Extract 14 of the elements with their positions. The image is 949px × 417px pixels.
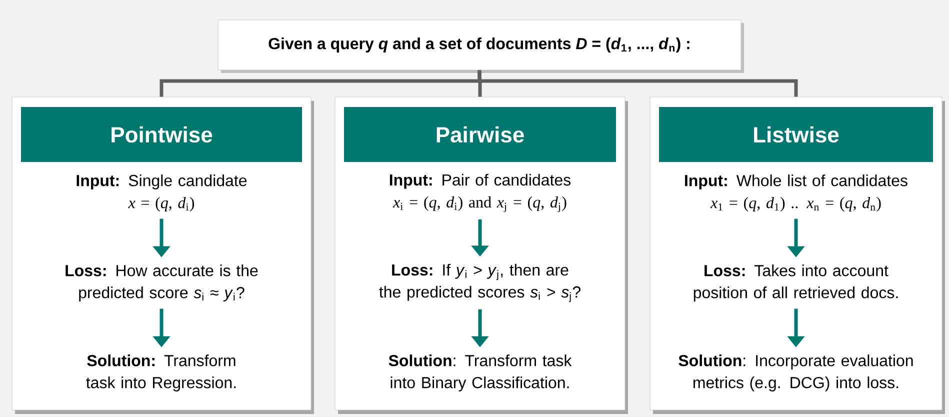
card-header: Pointwise (21, 106, 302, 162)
query-box: Given a query q and a set of documents D = (d$_{1}$, ..., d$_{n}$) : (218, 20, 744, 73)
step-text: Input: Pair of candidates x$_{i}$ = (q, d$_{i}$) and x$_{j}$ = (q, d$_{j}$) (390, 174, 571, 212)
card-header: Pairwise (344, 106, 616, 162)
step-text: Loss: If y$_{i}$ > y$_{j}$, then are the predicted scores s$_{i}$ > s$_{j}$? (379, 264, 580, 302)
step-text: Solution: Transform task into Binary Classification. (388, 354, 572, 392)
step-text: Solution: Transform task into Regression. (86, 354, 236, 392)
step-text: Input: Single candidate x = (q, d$_{i}$) (76, 174, 247, 212)
step-text: Loss: Takes into account position of all retrieved docs. (694, 264, 898, 302)
step-text: Solution: Incorporate evaluation metrics (e.g. DCG) into loss. (678, 354, 913, 392)
tree-connector (478, 70, 798, 97)
step-text: Loss: How accurate is the predicted score s$_{i}$ ≈ y$_{i}$? (66, 264, 258, 302)
card-header: Listwise (659, 106, 933, 162)
step-text: Input: Whole list of candidates x$_{1}$ = (q, d$_{1}$) .. x$_{n}$ = (q, d$_{n}$) (685, 174, 908, 212)
